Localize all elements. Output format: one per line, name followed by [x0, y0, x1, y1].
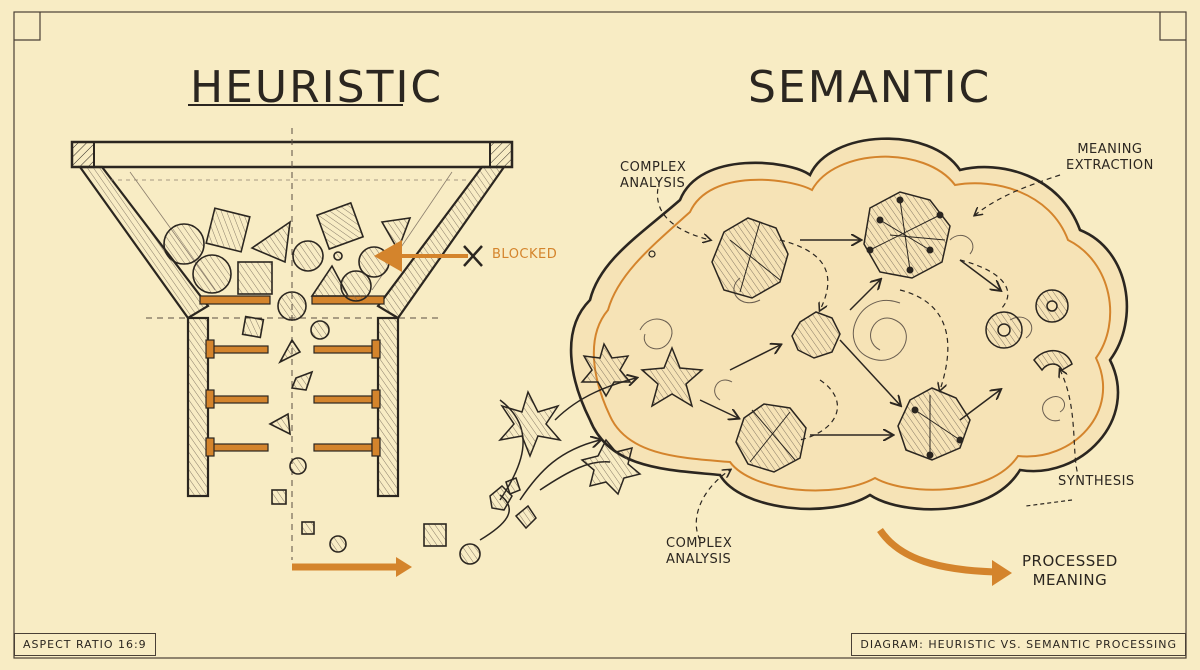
diagram-caption: DIAGRAM: HEURISTIC VS. SEMANTIC PROCESSI… — [851, 633, 1186, 656]
blocked-label: BLOCKED — [492, 247, 558, 262]
processed-meaning-label: PROCESSED MEANING — [1022, 552, 1118, 590]
output-arrow — [292, 557, 412, 577]
processed-meaning-line2: MEANING — [1032, 571, 1108, 589]
semantic-nodes — [489, 191, 1073, 530]
aspect-ratio-label: ASPECT RATIO 16:9 — [14, 633, 156, 656]
meaning-extraction-label: MEANING EXTRACTION — [1066, 142, 1154, 174]
small-dot — [648, 250, 656, 258]
node-network — [729, 196, 964, 463]
complex-analysis-bottom-line2: ANALYSIS — [666, 552, 732, 567]
meaning-extraction-line1: MEANING — [1077, 142, 1143, 157]
funnel — [70, 128, 514, 560]
complex-analysis-top-line2: ANALYSIS — [620, 176, 686, 191]
heuristic-title-underline — [188, 104, 403, 106]
sheet-frame — [13, 11, 1187, 659]
complex-analysis-bottom-label: COMPLEX ANALYSIS — [666, 536, 732, 568]
semantic-title: SEMANTIC — [748, 62, 992, 113]
complex-analysis-top-label: COMPLEX ANALYSIS — [620, 160, 686, 192]
complex-analysis-top-line1: COMPLEX — [620, 160, 687, 175]
blocked-arrow — [374, 240, 483, 272]
synthesis-label: SYNTHESIS — [1058, 474, 1135, 489]
meaning-extraction-line2: EXTRACTION — [1066, 158, 1154, 173]
processed-meaning-line1: PROCESSED — [1022, 552, 1118, 570]
complex-analysis-bottom-line1: COMPLEX — [666, 536, 733, 551]
synthesis-leader — [1025, 499, 1073, 507]
processed-arrow — [877, 527, 1012, 586]
